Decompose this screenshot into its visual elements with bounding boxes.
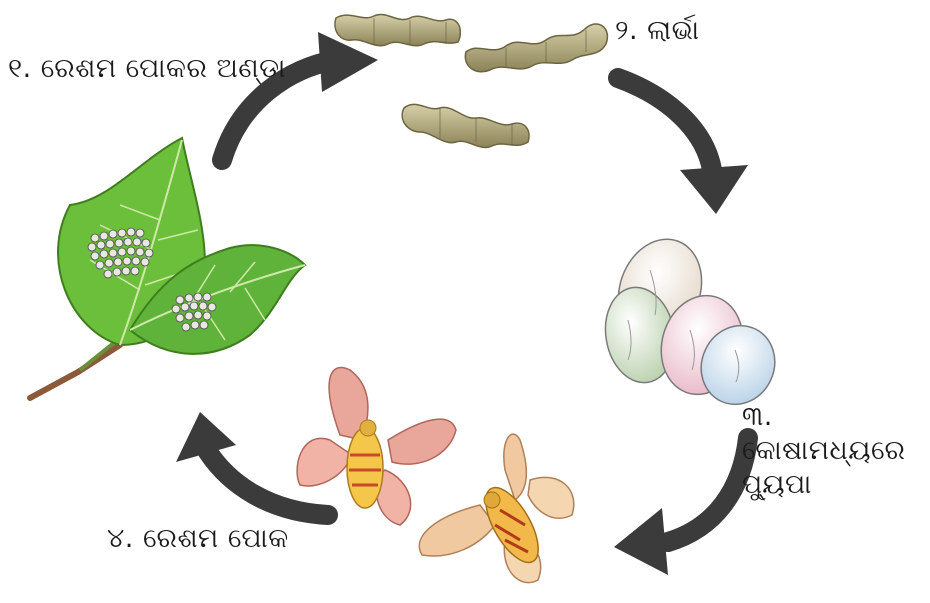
larva-1 <box>335 14 460 45</box>
stage-label-moth: ୪. ରେଶମ ପୋକ <box>107 522 289 556</box>
stage-label-eggs: ୧. ରେଶମ ପୋକର ଅଣ୍ଡା <box>8 52 286 86</box>
cycle-arrow-pupa-to-moth <box>614 438 748 575</box>
stage-label-pupa: ୩. କୋଷାମଧ୍ୟରେ ପ୍ୟୁପା <box>742 400 930 501</box>
cycle-arrow-larva-to-pupa <box>618 78 748 214</box>
silk-moth-tan <box>419 434 573 582</box>
stage-label-larva: ୨. ଲାର୍ଭା <box>615 14 700 48</box>
mulberry-leaf-with-eggs <box>30 138 305 398</box>
silk-moth-pink <box>297 368 456 525</box>
silkworm-larvae <box>335 14 607 147</box>
cocoons <box>598 227 787 416</box>
larva-3 <box>402 104 529 147</box>
